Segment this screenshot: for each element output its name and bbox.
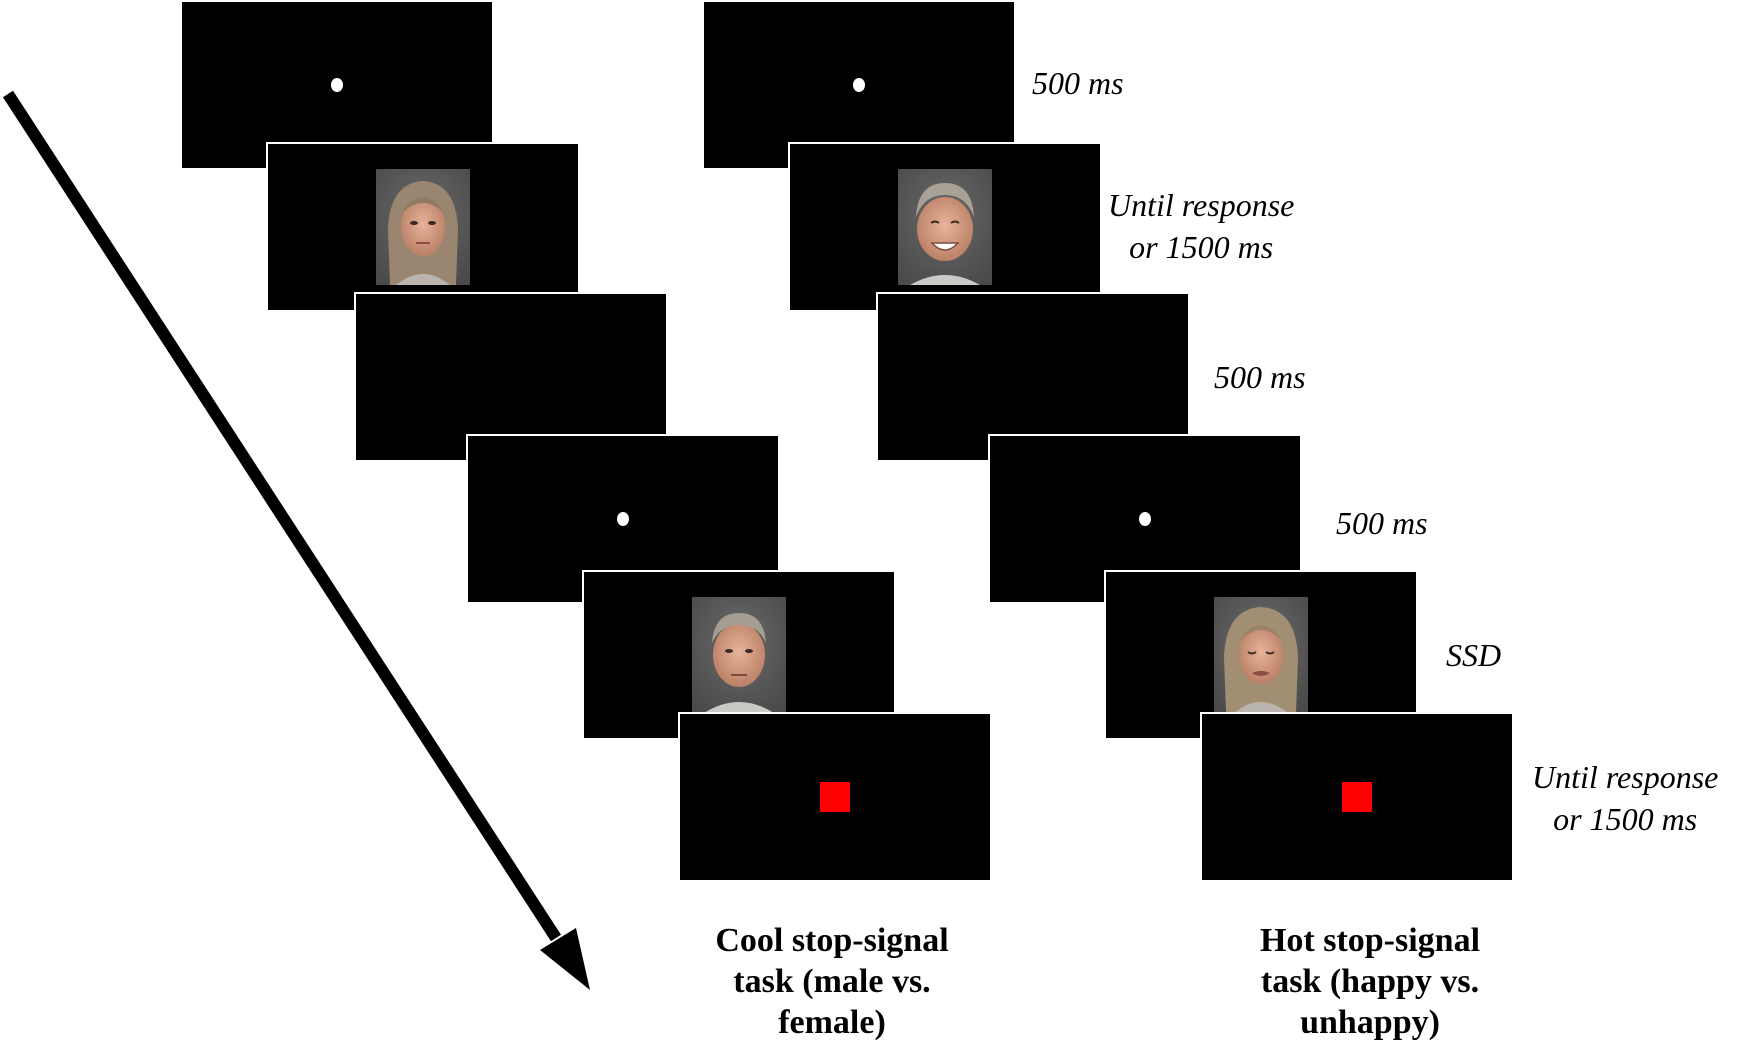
timing-ssd: SSD [1446, 637, 1502, 673]
cool-task-line1: Cool stop-signal [715, 922, 949, 959]
hot-task-label: Hot stop-signal task (happy vs. unhappy) [1240, 920, 1500, 1043]
timing-stimulus: Until response or 1500 ms [1108, 184, 1294, 268]
timing-signal-line2: or 1500 ms [1553, 801, 1698, 837]
timing-stimulus-line1: Until response [1108, 187, 1295, 223]
face-male-neutral-icon [692, 597, 786, 713]
hot-stimulus-screen [788, 142, 1100, 310]
cool-task-label: Cool stop-signal task (male vs. female) [702, 920, 962, 1043]
time-arrow-icon [2, 90, 590, 990]
hot-task-line2: task (happy vs. [1260, 963, 1480, 1000]
timing-blank: 500 ms [1214, 359, 1306, 395]
fixation-dot [617, 512, 629, 526]
cool-signal-screen [678, 712, 990, 880]
fixation-dot [1139, 512, 1151, 526]
cool-blank-screen [354, 292, 666, 460]
face-female-neutral-icon [376, 169, 470, 285]
timing-stimulus-line2: or 1500 ms [1129, 229, 1274, 265]
face-female-unhappy-icon [1214, 597, 1308, 713]
hot-task-line3: unhappy) [1300, 1004, 1440, 1041]
timing-fixation: 500 ms [1032, 65, 1124, 101]
hot-blank-screen [876, 292, 1188, 460]
cool-ssd-screen [582, 570, 894, 738]
stop-signal-square [820, 782, 850, 812]
face-male-happy-icon [898, 169, 992, 285]
fixation-dot [853, 78, 865, 92]
cool-stimulus-screen [266, 142, 578, 310]
timing-signal-line1: Until response [1532, 759, 1719, 795]
cool-fixation-screen [180, 0, 492, 168]
hot-task-line1: Hot stop-signal [1259, 922, 1481, 959]
cool-task-line2: task (male vs. [733, 963, 931, 1000]
timing-fixation2: 500 ms [1336, 505, 1428, 541]
hot-fixation-screen [702, 0, 1014, 168]
hot-signal-screen [1200, 712, 1512, 880]
timing-signal: Until response or 1500 ms [1532, 756, 1718, 840]
cool-task-line3: female) [778, 1004, 886, 1041]
stop-signal-square [1342, 782, 1372, 812]
fixation-dot [331, 78, 343, 92]
hot-ssd-screen [1104, 570, 1416, 738]
